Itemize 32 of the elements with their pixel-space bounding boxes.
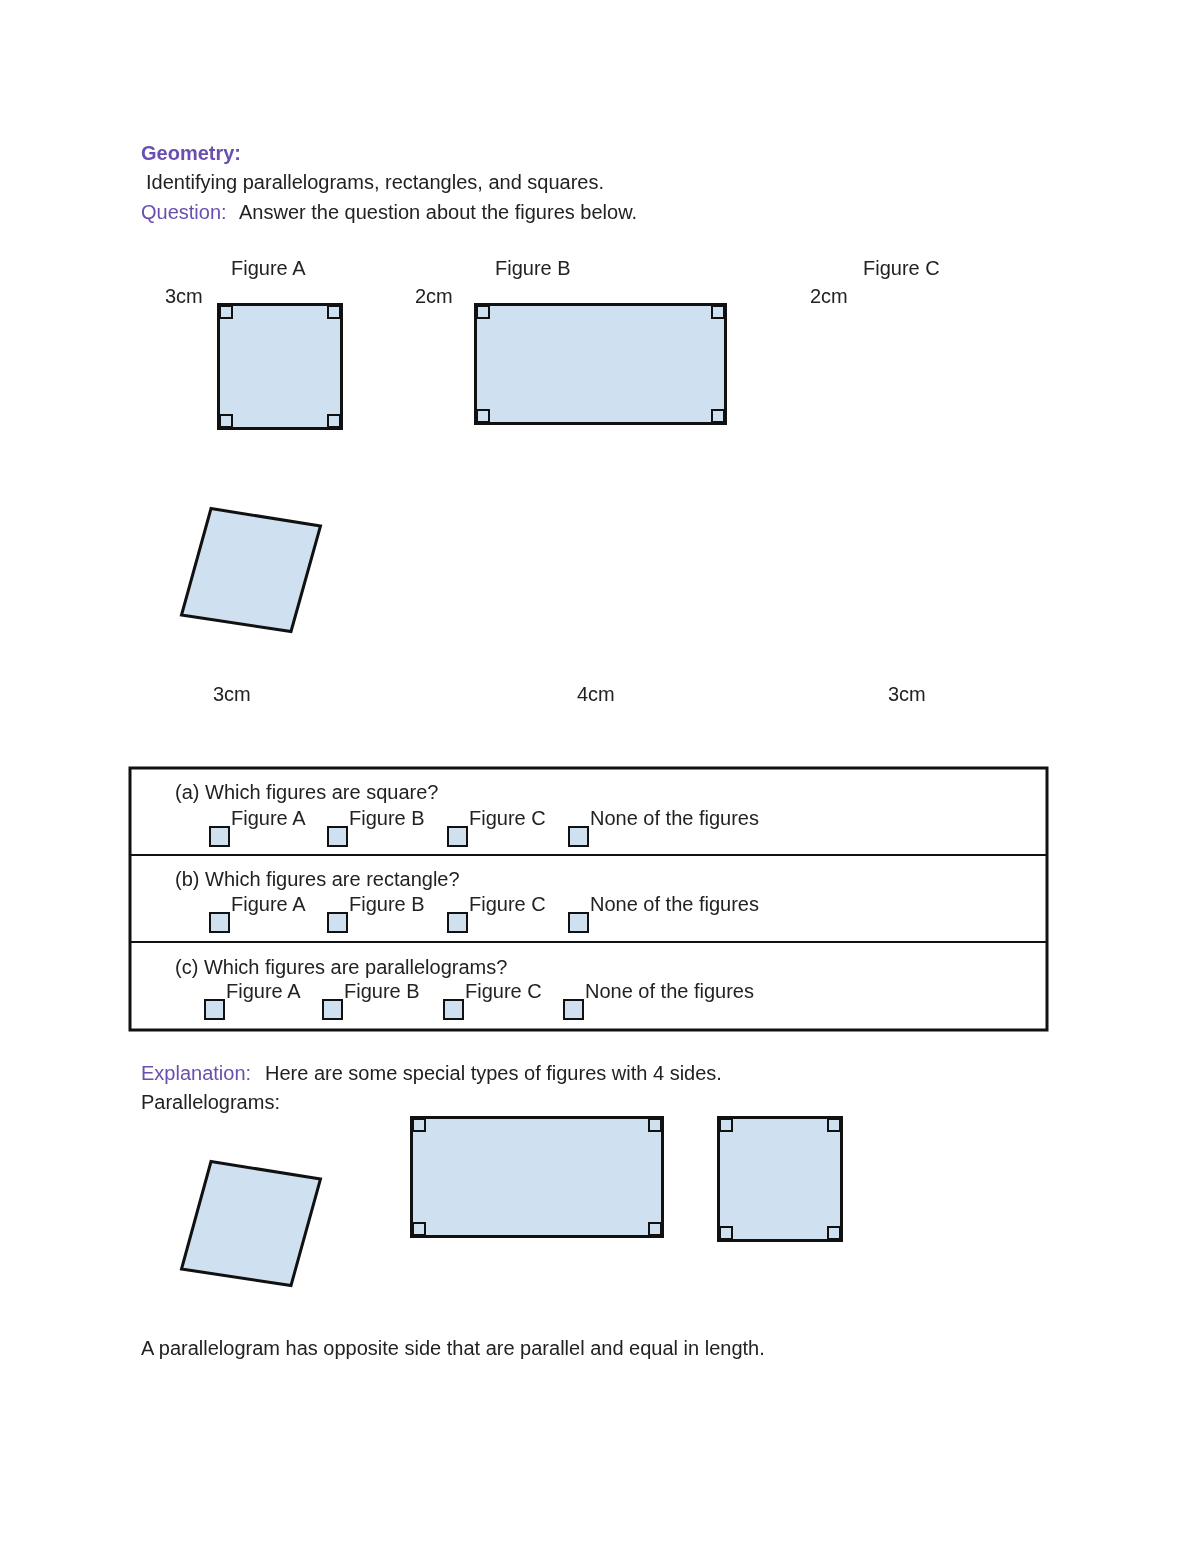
question-text: (c) Which figures are parallelograms?	[175, 955, 508, 979]
question-heading: Question:	[141, 200, 227, 224]
option-label: Figure B	[344, 979, 420, 1003]
explanation-text: Here are some special types of figures with 4 sides.	[265, 1061, 722, 1085]
worksheet-title: Geometry:	[141, 141, 242, 165]
instruction-text: Answer the question about the figures below.	[239, 200, 638, 224]
explanation-heading: Explanation:	[141, 1061, 252, 1085]
question-text: (a) Which figures are square?	[175, 780, 439, 804]
option-label: None of the figures	[590, 892, 759, 916]
option-label: Figure A	[231, 892, 306, 916]
option-label: Figure B	[349, 892, 425, 916]
option-label: Figure B	[349, 806, 425, 830]
question-text: (b) Which figures are rectangle?	[175, 867, 460, 891]
definition-text: A parallelogram has opposite side that are parallel and equal in length.	[141, 1336, 765, 1360]
figure-heading: Figure C	[863, 256, 940, 280]
dimension-label: 2cm	[810, 284, 848, 308]
option-label: Figure C	[469, 892, 546, 916]
option-label: Figure C	[469, 806, 546, 830]
dimension-label: 3cm	[888, 682, 926, 706]
option-label: None of the figures	[590, 806, 759, 830]
option-label: Figure A	[226, 979, 301, 1003]
subtitle: Identifying parallelograms, rectangles, and squares.	[146, 170, 605, 194]
figure-heading: Figure A	[231, 256, 306, 280]
dimension-label: 4cm	[577, 682, 615, 706]
option-label: Figure C	[465, 979, 542, 1003]
figure-heading: Figure B	[495, 256, 571, 280]
dimension-label: 2cm	[415, 284, 453, 308]
dimension-label: 3cm	[213, 682, 251, 706]
option-label: None of the figures	[585, 979, 754, 1003]
dimension-label: 3cm	[165, 284, 203, 308]
option-label: Figure A	[231, 806, 306, 830]
section-heading: Parallelograms:	[141, 1090, 280, 1114]
